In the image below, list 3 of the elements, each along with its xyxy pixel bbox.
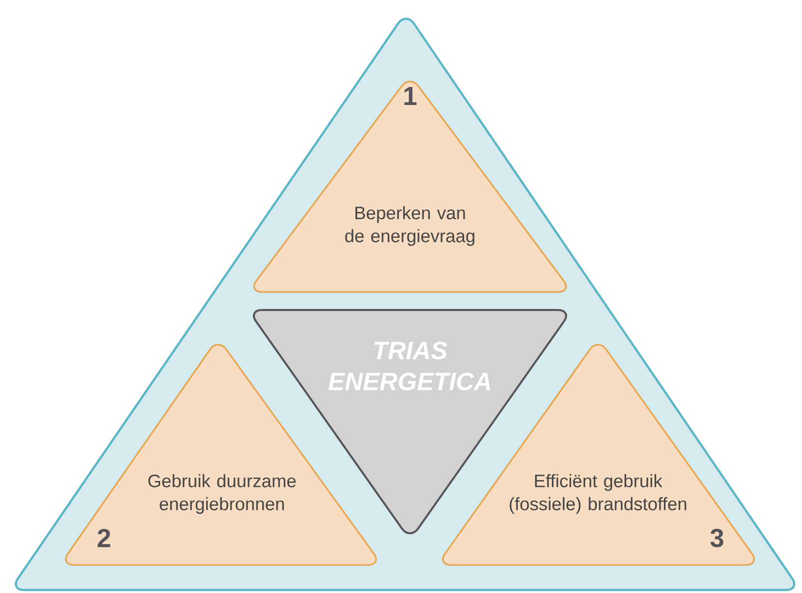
triangle-panel: 1 Beperken van de energievraag xyxy=(253,80,567,293)
triangle-panel: Efficiënt gebruik (fossiele) brandstoffen 3 xyxy=(442,344,755,566)
triangle-panel: Gebruik duurzame energiebronnen 2 xyxy=(65,344,377,566)
